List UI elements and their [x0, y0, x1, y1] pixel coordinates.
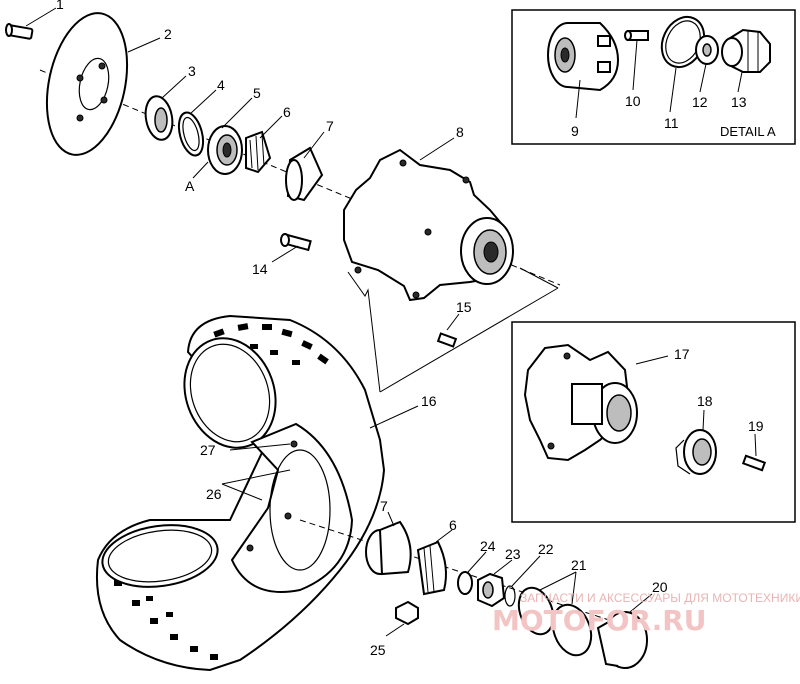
- callout-13: 13: [731, 94, 747, 110]
- callout-12: 12: [692, 94, 708, 110]
- part-2-brake-disc: [45, 12, 129, 156]
- callout-24: 24: [480, 538, 496, 554]
- callout-17: 17: [674, 346, 690, 362]
- callout-19: 19: [748, 418, 764, 434]
- callout-7: 7: [326, 118, 334, 134]
- callout-26: 26: [206, 486, 222, 502]
- callout-9: 9: [571, 123, 579, 139]
- part-9-hub-adapter: [547, 22, 620, 92]
- part-20-cap: [596, 611, 648, 669]
- callout-20: 20: [652, 579, 668, 595]
- part-7-bearing-race: [285, 146, 324, 202]
- part-1-bolt: [5, 23, 34, 40]
- callout-1: 1: [56, 0, 64, 12]
- part-23-nut: [477, 572, 506, 608]
- callout-4: 4: [217, 77, 225, 93]
- callout-6: 6: [283, 104, 291, 120]
- callout-3: 3: [188, 63, 196, 79]
- part-22-cotter: [504, 585, 516, 607]
- callout-10: 10: [625, 93, 641, 109]
- part-21-o-rings: [517, 586, 593, 657]
- callout-14: 14: [252, 261, 268, 277]
- callout-5: 5: [253, 85, 261, 101]
- watermark-brand: MOTOFOR.RU: [492, 604, 707, 637]
- callout-2: 2: [164, 26, 172, 42]
- part-25-nut: [395, 600, 419, 626]
- part-12-washer: [695, 35, 719, 65]
- part-17-hub: [523, 343, 638, 462]
- part-4-snap-ring: [177, 111, 205, 157]
- part-24-washer: [457, 571, 473, 595]
- callout-18: 18: [697, 393, 713, 409]
- callout-A: A: [185, 178, 195, 194]
- callout-22: 22: [538, 541, 554, 557]
- detail-a-title: DETAIL A: [720, 124, 776, 139]
- part-3-seal: [144, 95, 174, 141]
- callout-8: 8: [456, 124, 464, 140]
- hub-variant-box: [511, 321, 796, 523]
- callout-23: 23: [505, 546, 521, 562]
- part-16-tire-wheel: [95, 314, 386, 672]
- part-10-pin: [624, 30, 649, 41]
- part-15-stud: [436, 332, 458, 348]
- part-6-lower-bearing: [416, 540, 447, 596]
- part-8-hub: [343, 148, 514, 302]
- detail-a-box: [511, 9, 796, 145]
- callout-25: 25: [370, 642, 386, 658]
- part-7-lower-race: [365, 520, 412, 576]
- callout-6b: 6: [449, 517, 457, 533]
- callout-27: 27: [200, 442, 216, 458]
- watermark-caption: ЗАПЧАСТИ И АКСЕССУАРЫ ДЛЯ МОТОТЕХНИКИ: [520, 591, 800, 605]
- callout-21: 21: [571, 557, 587, 573]
- part-13-castle-nut: [721, 28, 771, 73]
- part-18-bearing-cap: [675, 429, 717, 475]
- callout-11: 11: [664, 115, 679, 131]
- part-19-bolt: [741, 454, 767, 472]
- part-6-tapered-bearing: [245, 130, 272, 174]
- callout-7b: 7: [380, 498, 388, 514]
- callout-15: 15: [456, 299, 472, 315]
- part-5-bearing: [207, 125, 243, 175]
- callout-16: 16: [421, 393, 437, 409]
